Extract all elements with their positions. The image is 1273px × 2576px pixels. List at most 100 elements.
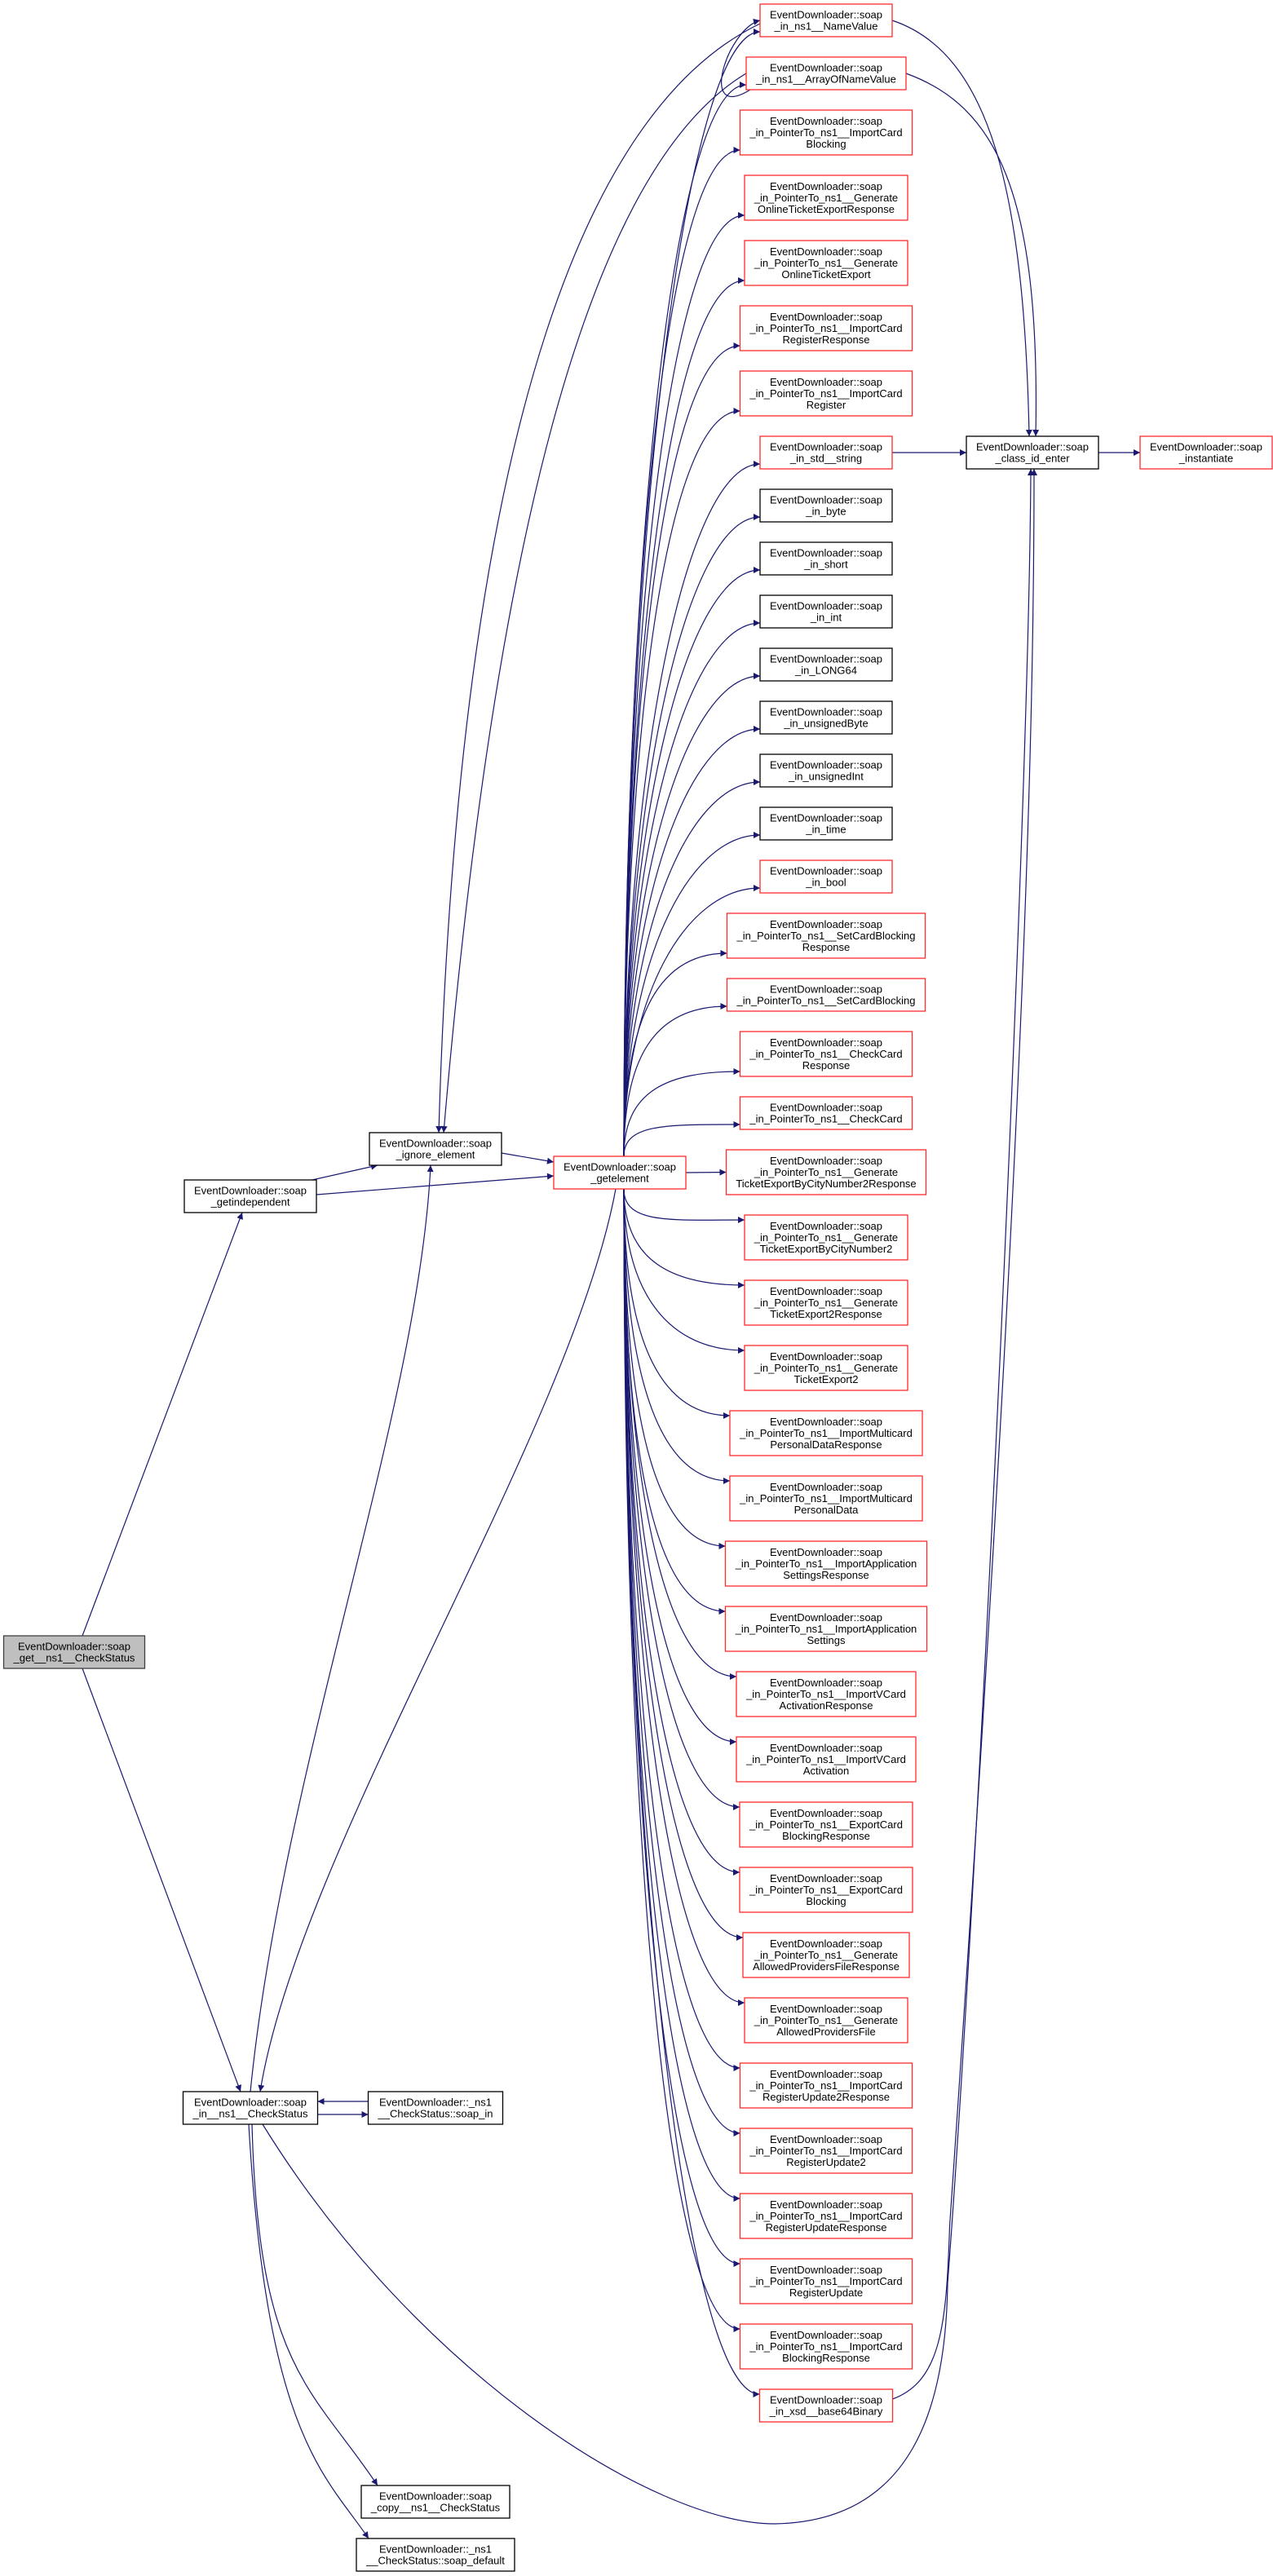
node-label-line: _in_short xyxy=(803,559,848,571)
graph-node-c9[interactable]: EventDownloader::soap_in_PointerTo_ns1__… xyxy=(739,1096,913,1130)
graph-node-c12[interactable]: EventDownloader::soap_in_PointerTo_ns1__… xyxy=(744,1279,908,1326)
graph-node-c-int[interactable]: EventDownloader::soap_in_int xyxy=(759,594,893,629)
call-edge xyxy=(721,19,761,97)
graph-node-copy-cs[interactable]: EventDownloader::soap_copy__ns1__CheckSt… xyxy=(360,2485,511,2519)
graph-node-c7[interactable]: EventDownloader::soap_in_PointerTo_ns1__… xyxy=(726,978,926,1012)
call-edge-getelement xyxy=(623,1003,727,1157)
node-box xyxy=(182,2091,319,2125)
node-label-line: _in_PointerTo_ns1__ImportVCard xyxy=(745,1688,906,1700)
call-edge-getelement xyxy=(623,832,761,1157)
node-label-line: _in_ns1__ArrayOfNameValue xyxy=(755,73,896,86)
node-box xyxy=(759,435,893,470)
node-label-line: _in_PointerTo_ns1__Generate xyxy=(754,257,898,269)
graph-node-c19[interactable]: EventDownloader::soap_in_PointerTo_ns1__… xyxy=(736,1736,917,1783)
graph-node-c2[interactable]: EventDownloader::soap_in_PointerTo_ns1__… xyxy=(744,175,908,221)
node-label-line: EventDownloader::soap xyxy=(770,2198,882,2211)
node-box xyxy=(739,2258,913,2304)
graph-node-c16[interactable]: EventDownloader::soap_in_PointerTo_ns1__… xyxy=(724,1540,928,1587)
node-label-line: EventDownloader::soap xyxy=(770,865,882,877)
graph-node-root[interactable]: EventDownloader::soap_get__ns1__CheckSta… xyxy=(2,1635,146,1669)
call-edge-getelement xyxy=(623,885,761,1157)
graph-node-c-base64[interactable]: EventDownloader::soap_in_xsd__base64Bina… xyxy=(758,2388,894,2423)
call-edge-getelement xyxy=(623,567,761,1157)
graph-node-c13[interactable]: EventDownloader::soap_in_PointerTo_ns1__… xyxy=(744,1345,908,1391)
node-label-line: _in_PointerTo_ns1__ImportCard xyxy=(749,2275,902,2287)
call-edge-getelement xyxy=(623,1188,745,1224)
node-label-line: _in_PointerTo_ns1__CheckCard xyxy=(749,1048,902,1060)
node-box xyxy=(739,2193,913,2239)
node-box xyxy=(739,1031,913,1077)
node-label-line: PersonalDataResponse xyxy=(770,1438,882,1451)
node-box xyxy=(553,1155,687,1190)
graph-node-c-uint[interactable]: EventDownloader::soap_in_unsignedInt xyxy=(759,753,893,788)
graph-node-ignore[interactable]: EventDownloader::soap_ignore_element xyxy=(369,1132,502,1166)
graph-node-c22[interactable]: EventDownloader::soap_in_PointerTo_ns1__… xyxy=(742,1932,910,1978)
graph-node-c8[interactable]: EventDownloader::soap_in_PointerTo_ns1__… xyxy=(739,1031,913,1077)
graph-node-c18[interactable]: EventDownloader::soap_in_PointerTo_ns1__… xyxy=(736,1671,917,1717)
graph-node-c-time[interactable]: EventDownloader::soap_in_time xyxy=(759,806,893,841)
graph-node-c-long64[interactable]: EventDownloader::soap_in_LONG64 xyxy=(759,647,893,682)
graph-node-c24[interactable]: EventDownloader::soap_in_PointerTo_ns1__… xyxy=(739,2062,913,2109)
node-label-line: _in_PointerTo_ns1__ImportMulticard xyxy=(739,1492,913,1505)
graph-node-c-short[interactable]: EventDownloader::soap_in_short xyxy=(759,541,893,576)
node-label-line: EventDownloader::soap xyxy=(770,1220,882,1232)
graph-node-getindependent[interactable]: EventDownloader::soap_getindependent xyxy=(183,1179,317,1213)
graph-node-c-byte[interactable]: EventDownloader::soap_in_byte xyxy=(759,488,893,523)
node-label-line: EventDownloader::soap xyxy=(379,2490,492,2503)
call-edge xyxy=(440,73,747,1133)
call-edge-getelement xyxy=(623,147,740,1157)
node-box xyxy=(725,1149,927,1195)
node-label-line: EventDownloader::soap xyxy=(770,9,882,21)
graph-node-c3[interactable]: EventDownloader::soap_in_PointerTo_ns1__… xyxy=(744,240,908,286)
node-label-line: _in_PointerTo_ns1__ImportMulticard xyxy=(739,1427,913,1439)
graph-node-c20[interactable]: EventDownloader::soap_in_PointerTo_ns1__… xyxy=(739,1801,913,1848)
node-label-line: EventDownloader::soap xyxy=(770,1155,882,1167)
graph-node-c4[interactable]: EventDownloader::soap_in_PointerTo_ns1__… xyxy=(739,305,913,351)
graph-node-getelement[interactable]: EventDownloader::soap_getelement xyxy=(553,1155,687,1190)
graph-node-c11[interactable]: EventDownloader::soap_in_PointerTo_ns1__… xyxy=(744,1214,908,1261)
graph-node-c-bool[interactable]: EventDownloader::soap_in_bool xyxy=(759,859,893,894)
node-label-line: _in_PointerTo_ns1__ImportCard xyxy=(749,2210,902,2222)
graph-node-c28[interactable]: EventDownloader::soap_in_PointerTo_ns1__… xyxy=(739,2323,913,2370)
node-label-line: _in_time xyxy=(805,824,846,836)
node-label-line: _instantiate xyxy=(1178,453,1234,465)
graph-node-c-ubyte[interactable]: EventDownloader::soap_in_unsignedByte xyxy=(759,700,893,735)
graph-node-c10[interactable]: EventDownloader::soap_in_PointerTo_ns1__… xyxy=(725,1149,927,1195)
graph-node-cs-soap-in[interactable]: EventDownloader::_ns1__CheckStatus::soap… xyxy=(367,2091,504,2125)
graph-node-cs-default[interactable]: EventDownloader::_ns1__CheckStatus::soap… xyxy=(356,2538,515,2572)
node-label-line: _in_PointerTo_ns1__SetCardBlocking xyxy=(736,930,916,942)
node-label-line: EventDownloader::soap xyxy=(770,180,882,192)
node-box xyxy=(759,859,893,894)
graph-node-c-string[interactable]: EventDownloader::soap_in_std__string xyxy=(759,435,893,470)
graph-node-c14[interactable]: EventDownloader::soap_in_PointerTo_ns1__… xyxy=(729,1410,923,1456)
graph-node-c25[interactable]: EventDownloader::soap_in_PointerTo_ns1__… xyxy=(739,2128,913,2174)
graph-node-c-namevalue[interactable]: EventDownloader::soap_in_ns1__NameValue xyxy=(759,3,893,38)
graph-node-c21[interactable]: EventDownloader::soap_in_PointerTo_ns1__… xyxy=(739,1867,913,1913)
node-label-line: EventDownloader::soap xyxy=(770,759,882,771)
call-edge xyxy=(258,1188,617,2092)
node-label-line: BlockingResponse xyxy=(782,2352,870,2364)
graph-node-in-cs[interactable]: EventDownloader::soap_in__ns1__CheckStat… xyxy=(182,2091,319,2125)
graph-node-c26[interactable]: EventDownloader::soap_in_PointerTo_ns1__… xyxy=(739,2193,913,2239)
node-box xyxy=(736,1671,917,1717)
node-label-line: EventDownloader::soap xyxy=(770,1677,882,1689)
graph-node-c15[interactable]: EventDownloader::soap_in_PointerTo_ns1__… xyxy=(729,1475,923,1522)
node-box xyxy=(745,56,907,91)
graph-node-c23[interactable]: EventDownloader::soap_in_PointerTo_ns1__… xyxy=(744,1997,908,2044)
graph-node-c6[interactable]: EventDownloader::soap_in_PointerTo_ns1__… xyxy=(726,912,926,959)
graph-node-instantiate[interactable]: EventDownloader::soap_instantiate xyxy=(1139,435,1273,470)
graph-node-c17[interactable]: EventDownloader::soap_in_PointerTo_ns1__… xyxy=(724,1606,928,1652)
graph-node-c1[interactable]: EventDownloader::soap_in_PointerTo_ns1__… xyxy=(739,109,913,156)
node-label-line: EventDownloader::soap xyxy=(770,2133,882,2145)
node-label-line: TicketExport2Response xyxy=(770,1308,882,1320)
call-edge-getelement xyxy=(623,1188,745,1354)
call-edge-getelement xyxy=(623,1188,740,1810)
graph-node-c-arrayofnamevalue[interactable]: EventDownloader::soap_in_ns1__ArrayOfNam… xyxy=(745,56,907,91)
node-label-line: EventDownloader::soap xyxy=(194,1185,307,1197)
graph-node-c5[interactable]: EventDownloader::soap_in_PointerTo_ns1__… xyxy=(739,370,913,417)
graph-node-class-id-enter[interactable]: EventDownloader::soap_class_id_enter xyxy=(966,435,1099,470)
node-label-line: _class_id_enter xyxy=(994,453,1070,465)
graph-node-c27[interactable]: EventDownloader::soap_in_PointerTo_ns1__… xyxy=(739,2258,913,2304)
node-label-line: _in_LONG64 xyxy=(794,665,857,677)
node-box xyxy=(744,175,908,221)
